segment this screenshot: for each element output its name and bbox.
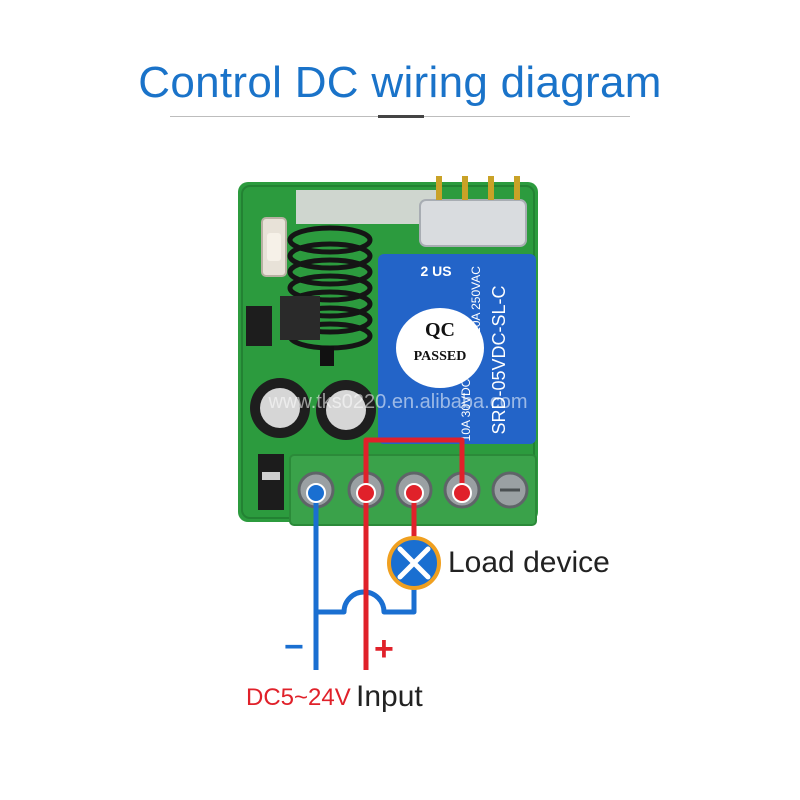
relay-mark: 2 US [420,263,451,279]
positive-terminal-label: + [374,630,394,668]
input-label: Input [356,680,423,713]
watermark-text: www.tks0220.en.alibaba.com [267,391,527,413]
load-device-label: Load device [448,546,610,579]
relay: QC PASSED SRD-05VDC-SL-C 10A 250VAC 10A … [378,254,536,444]
capacitors [250,378,376,440]
smd-components [246,296,334,510]
qc-text: QC [425,319,455,341]
wires [313,437,465,670]
load-device-icon [387,536,441,590]
title-divider-accent [378,115,424,118]
rf-module [296,176,527,247]
negative-terminal-label: − [284,628,304,666]
passed-text: PASSED [414,349,467,364]
learn-button [261,217,287,277]
coil-antenna [287,225,373,351]
voltage-label: DC5~24V [246,684,351,711]
terminal-dots [306,483,472,503]
page-title: Control DC wiring diagram [138,58,662,107]
relay-bridge-wire [363,437,465,490]
relay-rating-2: 10A 30VDC [459,378,473,441]
relay-model-text: SRD-05VDC-SL-C [489,285,509,434]
relay-rating-1: 10A 250VAC [469,266,483,334]
